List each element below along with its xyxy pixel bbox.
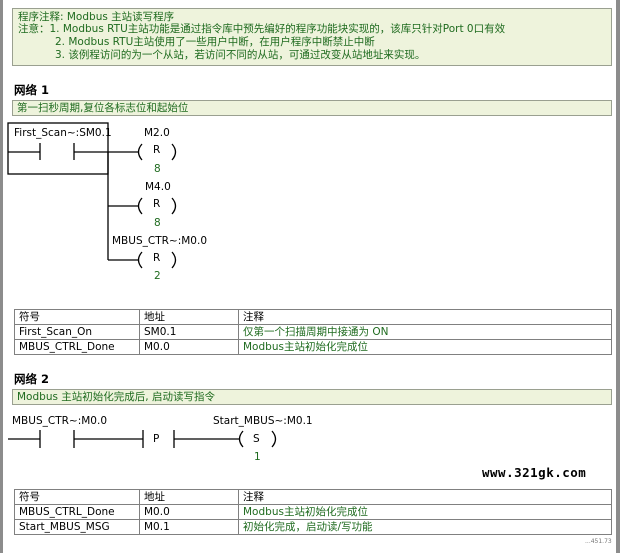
n1-coil3-right-paren bbox=[171, 251, 177, 269]
network-1-comment[interactable]: 第一扫秒周期,复位各标志位和起始位 bbox=[12, 100, 612, 116]
network-2-comment[interactable]: Modbus 主站初始化完成后, 启动读写指令 bbox=[12, 389, 612, 405]
n1-coil1-left-paren bbox=[137, 143, 143, 161]
header-address: 地址 bbox=[139, 489, 239, 505]
network-1-symbol-table: 符号 地址 注释 First_Scan_On SM0.1 仅第一个扫描周期中接通… bbox=[14, 309, 612, 355]
n1-coil3-count: 2 bbox=[154, 270, 161, 282]
symbol-cell: MBUS_CTRL_Done bbox=[14, 339, 140, 355]
symbol-cell: Start_MBUS_MSG bbox=[14, 519, 140, 535]
header-address: 地址 bbox=[139, 309, 239, 325]
header-symbol: 符号 bbox=[14, 489, 140, 505]
left-frame-border bbox=[0, 0, 3, 553]
header-comment: 注释 bbox=[238, 309, 612, 325]
n1-coil2-address: M4.0 bbox=[145, 181, 171, 193]
header-comment: 注释 bbox=[238, 489, 612, 505]
right-frame-border bbox=[616, 0, 620, 553]
network-2-title[interactable]: 网络 2 bbox=[14, 372, 50, 386]
n1-coil2-right-paren bbox=[171, 197, 177, 215]
n2-edge-label: P bbox=[153, 433, 160, 445]
comment-cell: 初始化完成，启动读/写功能 bbox=[238, 519, 612, 535]
n2-coil-type: S bbox=[253, 433, 260, 445]
n1-coil2-left-paren bbox=[137, 197, 143, 215]
program-comment-line: 3. 该例程访问的为一个从站，若访问不同的从站，可通过改变从站地址来实现。 bbox=[55, 49, 426, 61]
address-cell: M0.0 bbox=[139, 504, 239, 520]
n1-coil1-address: M2.0 bbox=[144, 127, 170, 139]
table-header-row: 符号 地址 注释 bbox=[14, 489, 612, 505]
table-row[interactable]: MBUS_CTRL_Done M0.0 Modbus主站初始化完成位 bbox=[14, 339, 612, 355]
n1-coil1-right-paren bbox=[171, 143, 177, 161]
n2-coil-left-paren bbox=[238, 430, 244, 448]
program-comment-box[interactable]: 程序注释: Modbus 主站读写程序 注意：1. Modbus RTU主站功能… bbox=[12, 8, 612, 66]
corner-text: ...451.73 bbox=[585, 538, 612, 545]
n2-coil-right-paren bbox=[271, 430, 277, 448]
n1-coil2-type: R bbox=[153, 198, 161, 210]
watermark-text: www.321gk.com bbox=[482, 465, 587, 480]
n2-contact-label: MBUS_CTR~:M0.0 bbox=[12, 415, 107, 427]
network-2-ladder bbox=[8, 430, 277, 448]
n1-coil2-count: 8 bbox=[154, 217, 161, 229]
symbol-cell: MBUS_CTRL_Done bbox=[14, 504, 140, 520]
n1-coil1-count: 8 bbox=[154, 163, 161, 175]
address-cell: M0.1 bbox=[139, 519, 239, 535]
address-cell: M0.0 bbox=[139, 339, 239, 355]
header-symbol: 符号 bbox=[14, 309, 140, 325]
table-header-row: 符号 地址 注释 bbox=[14, 309, 612, 325]
network-2-symbol-table: 符号 地址 注释 MBUS_CTRL_Done M0.0 Modbus主站初始化… bbox=[14, 489, 612, 535]
n1-coil1-type: R bbox=[153, 144, 161, 156]
table-row[interactable]: First_Scan_On SM0.1 仅第一个扫描周期中接通为 ON bbox=[14, 324, 612, 340]
table-row[interactable]: Start_MBUS_MSG M0.1 初始化完成，启动读/写功能 bbox=[14, 519, 612, 535]
n1-coil3-type: R bbox=[153, 252, 161, 264]
network-1-title[interactable]: 网络 1 bbox=[14, 83, 50, 97]
symbol-cell: First_Scan_On bbox=[14, 324, 140, 340]
n1-contact-selection-box bbox=[7, 122, 109, 175]
comment-cell: Modbus主站初始化完成位 bbox=[238, 339, 612, 355]
program-comment-line: 注意：1. Modbus RTU主站功能是通过指令库中预先编好的程序功能块实现的… bbox=[18, 23, 506, 35]
n1-coil3-address: MBUS_CTR~:M0.0 bbox=[112, 235, 207, 247]
table-row[interactable]: MBUS_CTRL_Done M0.0 Modbus主站初始化完成位 bbox=[14, 504, 612, 520]
address-cell: SM0.1 bbox=[139, 324, 239, 340]
program-comment-line: 2. Modbus RTU主站使用了一些用户中断，在用户程序中断禁止中断 bbox=[55, 36, 375, 48]
n2-coil-count: 1 bbox=[254, 451, 261, 463]
n1-contact-label: First_Scan~:SM0.1 bbox=[14, 127, 112, 139]
comment-cell: 仅第一个扫描周期中接通为 ON bbox=[238, 324, 612, 340]
n2-coil-address: Start_MBUS~:M0.1 bbox=[213, 415, 313, 427]
network-1-ladder bbox=[7, 122, 177, 269]
comment-cell: Modbus主站初始化完成位 bbox=[238, 504, 612, 520]
n1-coil3-left-paren bbox=[137, 251, 143, 269]
program-comment-title: 程序注释: Modbus 主站读写程序 bbox=[18, 11, 175, 23]
